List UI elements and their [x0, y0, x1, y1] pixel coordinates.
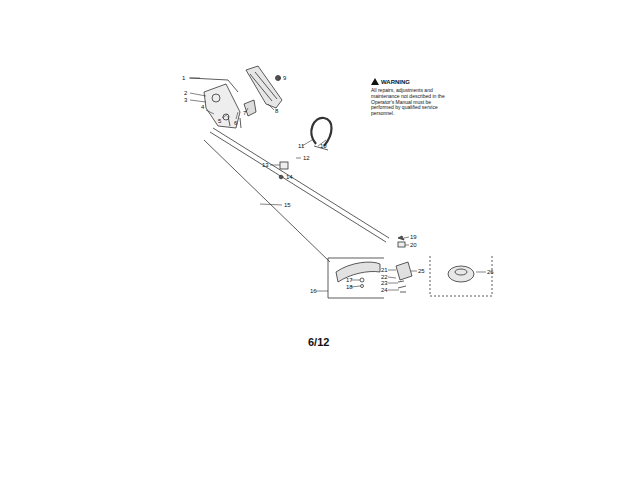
warning-triangle [371, 78, 379, 85]
handle-detail [250, 72, 277, 101]
head-bracket [430, 256, 492, 296]
callout-number: 10 [320, 143, 327, 149]
trigger [244, 100, 256, 116]
spacer [280, 162, 288, 169]
callout-number: 3 [184, 97, 187, 103]
page-number: 6/12 [308, 337, 329, 348]
callout-number: 17 [346, 277, 353, 283]
screw [398, 236, 404, 240]
callout-number: 1 [182, 75, 185, 81]
callout-number: 2 [184, 90, 187, 96]
shaft-tube [210, 128, 389, 242]
callout-number: 13 [262, 162, 269, 168]
callout-number: 14 [286, 174, 293, 180]
callout-number: 18 [346, 284, 353, 290]
callout-number: 22 [381, 274, 388, 280]
callout-number: 12 [303, 155, 310, 161]
debris-shield [336, 262, 380, 282]
callout-number: 8 [275, 108, 278, 114]
trimmer-head-hub [455, 269, 467, 275]
callout-number: 4 [201, 104, 204, 110]
throttle-cable [190, 78, 238, 92]
callout-number: 5 [218, 118, 221, 124]
nut [398, 242, 405, 247]
screw [276, 76, 281, 81]
warning-note: All repairs, adjustments and maintenance… [371, 88, 445, 117]
screw [360, 278, 364, 282]
callout-number: 19 [410, 234, 417, 240]
screw-hole [212, 94, 220, 102]
callout-number: 9 [283, 75, 286, 81]
handle-housing-half [204, 84, 240, 128]
warning-heading: WARNING [381, 79, 410, 85]
callout-number: 7 [243, 110, 246, 116]
leader-lines [189, 78, 486, 291]
callout-number: 25 [418, 268, 425, 274]
callout-number: 24 [381, 287, 388, 293]
washers [398, 281, 406, 292]
callout-number: 16 [310, 288, 317, 294]
drive-cable [204, 140, 330, 262]
assembly-bracket [328, 258, 384, 298]
knife [361, 285, 364, 288]
screws [228, 116, 241, 128]
callout-number: 23 [381, 280, 388, 286]
callout-number: 20 [410, 242, 417, 248]
gear-head [396, 262, 412, 280]
loop-handle [311, 118, 331, 146]
callout-number: 21 [381, 267, 388, 273]
callout-number: 26 [487, 269, 494, 275]
callout-number: 6 [234, 120, 237, 126]
trimmer-head [448, 266, 474, 282]
callout-number: 11 [298, 143, 304, 149]
screw [279, 175, 283, 179]
callout-number: 15 [284, 202, 291, 208]
